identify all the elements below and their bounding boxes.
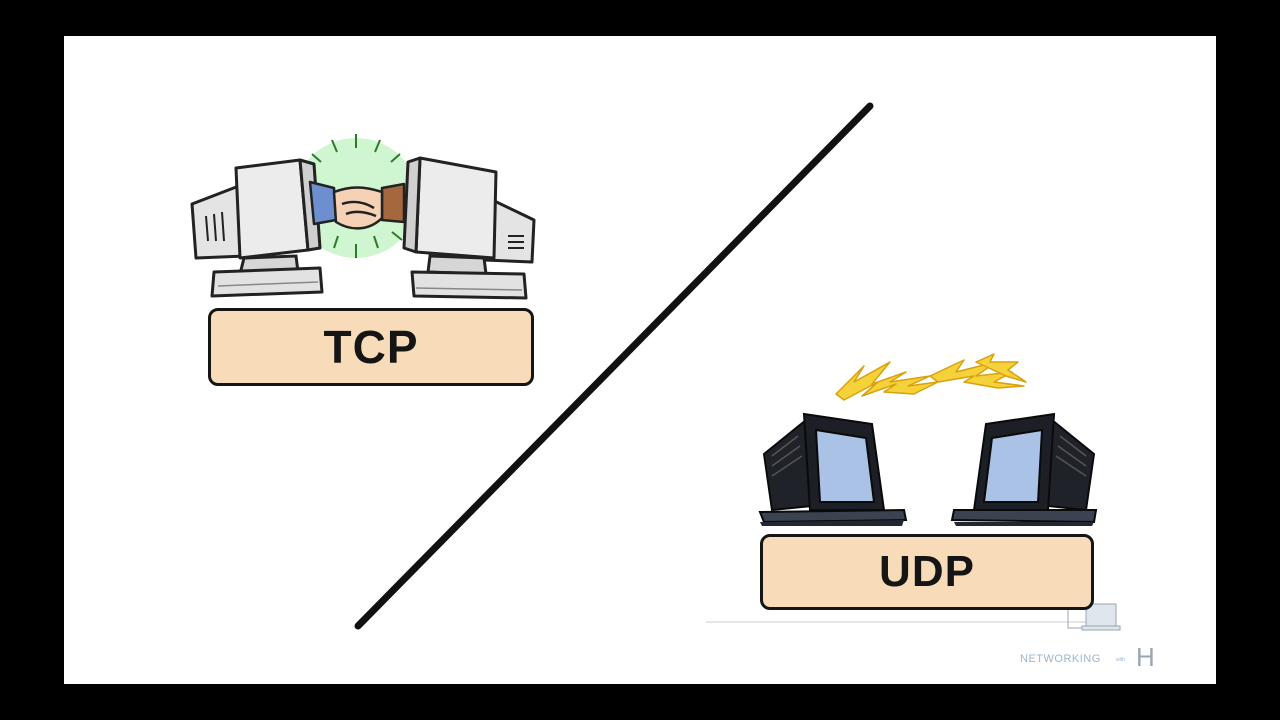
computer-icon [950, 412, 1098, 526]
watermark-brand-text: NETWORKING [1020, 653, 1101, 665]
computer-icon [402, 156, 536, 300]
tcp-illustration [190, 134, 536, 300]
watermark-letter: H [1136, 642, 1155, 672]
diagram-artwork [190, 102, 1121, 631]
divider-line [354, 102, 874, 630]
udp-label: UDP [760, 534, 1094, 610]
tcp-label: TCP [208, 308, 534, 386]
handshake-icon [308, 180, 406, 230]
udp-illustration [758, 353, 1098, 526]
computer-icon [758, 412, 908, 526]
diagram-slide: TCP UDP NETWORKING with H [64, 36, 1216, 684]
computer-icon [190, 158, 324, 298]
lightning-icon [835, 353, 1027, 401]
watermark-with-text: with [1116, 657, 1125, 663]
